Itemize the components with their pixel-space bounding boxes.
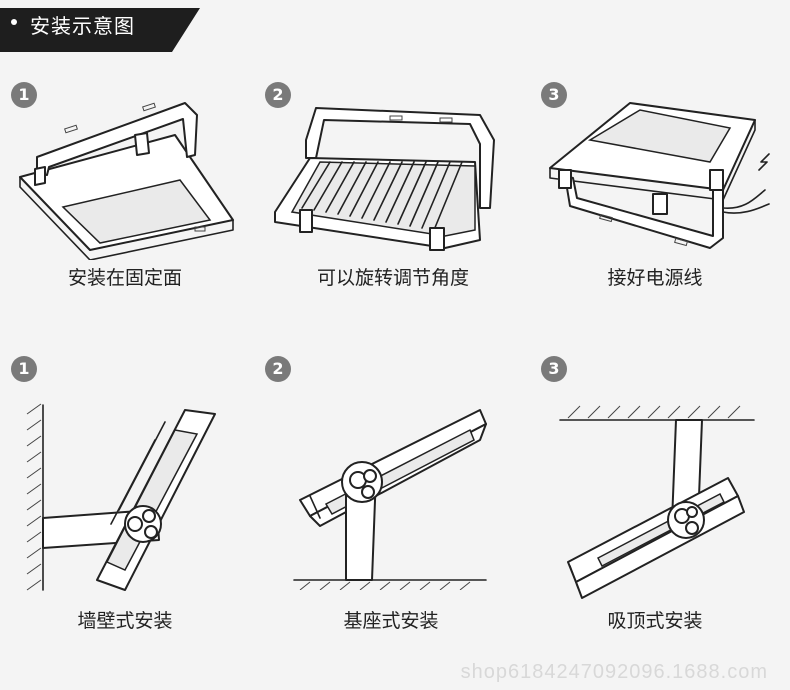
ground-icon	[299, 581, 471, 590]
ceiling-mount-illustration	[559, 405, 755, 599]
bullet-icon	[11, 19, 17, 25]
step-caption: 可以旋转调节角度	[316, 267, 469, 289]
connect-power-illustration	[549, 102, 770, 249]
adjust-knob-icon	[341, 461, 383, 503]
ceiling-icon	[567, 405, 741, 419]
watermark: shop6184247092096.1688.com	[460, 661, 768, 683]
wall-icon	[26, 403, 42, 591]
adjust-knob-icon	[667, 501, 705, 539]
base-mount-illustration	[293, 409, 487, 590]
step-caption: 吸顶式安装	[607, 610, 703, 632]
section-header	[0, 8, 200, 52]
step-badge: 1	[11, 82, 37, 108]
adjust-knob-icon	[124, 505, 162, 543]
step-badge: 3	[541, 82, 567, 108]
step-badge: 2	[265, 356, 291, 382]
step-badge: 1	[11, 356, 37, 382]
section-title: 安装示意图	[30, 14, 135, 38]
fixed-surface-illustration	[19, 102, 234, 260]
step-badge: 2	[265, 82, 291, 108]
step-caption: 基座式安装	[343, 610, 439, 632]
step-caption: 墙壁式安装	[77, 610, 173, 632]
step-badge: 3	[541, 356, 567, 382]
wall-mount-illustration	[26, 403, 216, 591]
step-caption: 接好电源线	[607, 267, 703, 289]
rotate-angle-illustration	[274, 107, 495, 251]
step-caption: 安装在固定面	[67, 267, 182, 289]
